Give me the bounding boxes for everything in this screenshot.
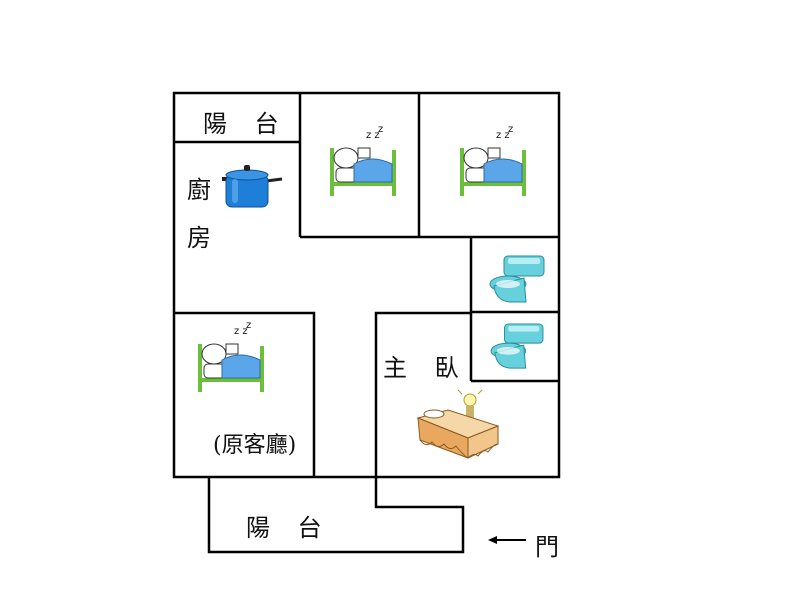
svg-text:z z: z z bbox=[366, 130, 380, 141]
svg-text:z: z bbox=[378, 124, 383, 135]
outer-wall bbox=[172, 91, 561, 479]
kitchen-label-char-2: 房 bbox=[187, 224, 211, 252]
cooking-pot-icon bbox=[222, 165, 283, 208]
canopy-bed-icon bbox=[416, 389, 500, 459]
sleeping-bed-icon-bedroom-1: z z z bbox=[330, 124, 396, 196]
svg-text:z z: z z bbox=[496, 130, 510, 141]
door-label: 門 bbox=[535, 533, 559, 561]
balcony-top-label: 陽 台 bbox=[203, 110, 289, 138]
svg-text:z: z bbox=[246, 320, 251, 331]
walls bbox=[172, 91, 561, 554]
toilet-icon-1 bbox=[489, 255, 545, 303]
balcony-bottom-label: 陽 台 bbox=[246, 514, 332, 542]
former-living-room-label: (原客廳) bbox=[213, 433, 297, 458]
master-bedroom-wall bbox=[374, 311, 471, 477]
kitchen-label-char-1: 廚 bbox=[187, 176, 211, 204]
svg-text:z z: z z bbox=[234, 326, 248, 337]
toilet-icon-2 bbox=[490, 323, 544, 369]
door-arrow-head bbox=[488, 536, 497, 544]
living-room-wall bbox=[174, 311, 316, 477]
master-bedroom-label: 主 臥 bbox=[383, 354, 469, 382]
balcony-bottom-wall bbox=[207, 477, 465, 554]
sleeping-bed-icon-living-room: z z z bbox=[198, 320, 264, 392]
svg-text:z: z bbox=[508, 124, 513, 135]
sleeping-bed-icon-bedroom-2: z z z bbox=[460, 124, 526, 196]
